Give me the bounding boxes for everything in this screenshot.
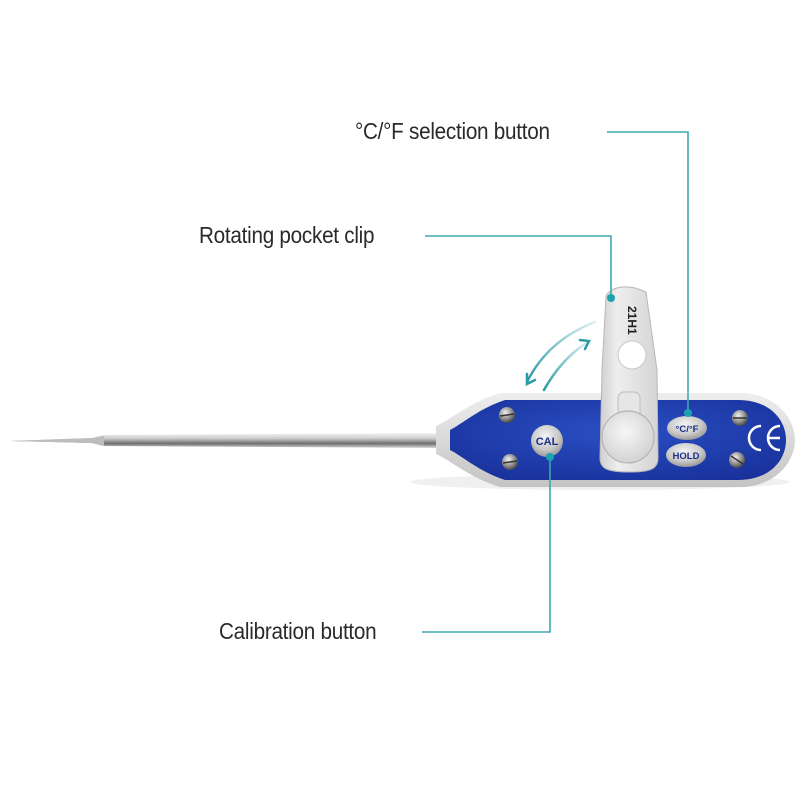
hold-button[interactable]: HOLD xyxy=(666,443,706,467)
callout-dot xyxy=(607,294,615,302)
screw-icon xyxy=(732,410,748,426)
rotating-pocket-clip[interactable]: 21H1 xyxy=(599,286,659,473)
callout-line-cal xyxy=(422,453,554,633)
ce-mark-icon xyxy=(747,424,781,452)
screw-icon xyxy=(502,454,518,470)
screw-icon xyxy=(729,452,745,468)
callout-line-cf xyxy=(607,131,692,417)
clip-hole xyxy=(617,340,647,370)
callout-line-clip xyxy=(425,235,615,302)
cal-button-label: CAL xyxy=(536,436,559,448)
callout-dot xyxy=(546,453,554,461)
clip-model-text: 21H1 xyxy=(625,306,639,335)
cf-button-label: °C/°F xyxy=(676,424,699,435)
clip-knob xyxy=(601,410,655,464)
cf-selection-button[interactable]: °C/°F xyxy=(667,416,707,440)
callout-label-cf: °C/°F selection button xyxy=(355,118,550,144)
rotate-arrows-icon xyxy=(525,320,597,392)
cal-button[interactable]: CAL xyxy=(531,425,563,457)
hold-button-label: HOLD xyxy=(673,451,700,462)
callout-label-cal: Calibration button xyxy=(219,618,377,644)
callout-dot xyxy=(684,409,692,417)
callout-label-clip: Rotating pocket clip xyxy=(199,222,375,248)
screw-icon xyxy=(499,407,515,423)
probe xyxy=(10,433,440,448)
